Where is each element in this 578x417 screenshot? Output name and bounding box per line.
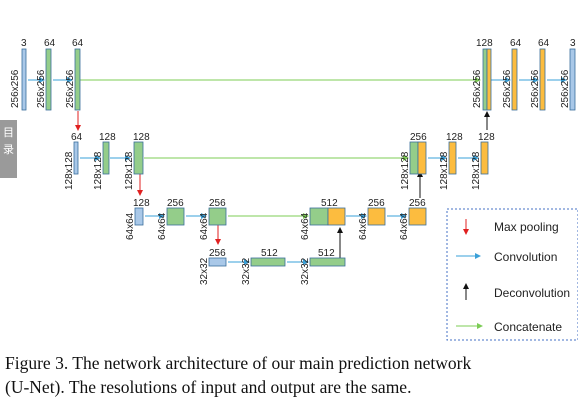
channel-labels: 3 64 64 128 64 64 3 64 128 128 256 128 1… xyxy=(21,38,576,259)
channel-label: 64 xyxy=(71,132,83,143)
feature-map-output xyxy=(569,48,576,111)
feature-map-encoder-1b xyxy=(74,48,81,111)
channel-label: 256 xyxy=(209,248,226,259)
channel-label: 128 xyxy=(133,198,150,209)
resolution-label: 128x128 xyxy=(64,151,75,190)
convolution-arrows xyxy=(28,77,567,265)
feature-map-encoder-2-pooled xyxy=(73,141,79,175)
channel-label: 3 xyxy=(570,38,576,49)
resolution-label: 64x64 xyxy=(399,212,410,240)
side-navigation-tab[interactable]: 目 录 xyxy=(0,120,17,178)
resolution-label: 256x256 xyxy=(36,69,47,108)
channel-label: 256 xyxy=(410,132,427,143)
feature-map-bottleneck-a xyxy=(250,257,286,267)
channel-label: 64 xyxy=(510,38,522,49)
feature-map-decoder-3-concat-orange xyxy=(327,207,346,226)
feature-map-input xyxy=(21,48,27,111)
legend-convolution-label: Convolution xyxy=(494,250,557,264)
figure-caption: Figure 3. The network architecture of ou… xyxy=(5,351,578,399)
resolution-label: 64x64 xyxy=(300,212,311,240)
channel-label: 3 xyxy=(21,38,27,49)
channel-label: 128 xyxy=(446,132,463,143)
feature-map-bottleneck-pooled xyxy=(208,257,227,267)
resolution-label: 256x256 xyxy=(560,69,571,108)
legend-border xyxy=(446,208,578,341)
resolution-label: 256x256 xyxy=(530,69,541,108)
feature-map-decoder-3b xyxy=(408,207,427,226)
resolution-label: 256x256 xyxy=(502,69,513,108)
level-2-feature-maps xyxy=(73,141,489,175)
feature-map-encoder-3b xyxy=(208,207,227,226)
channel-label: 64 xyxy=(44,38,56,49)
resolution-label: 32x32 xyxy=(241,257,252,285)
channel-label: 128 xyxy=(476,38,493,49)
resolution-label: 128x128 xyxy=(93,151,104,190)
feature-map-encoder-3-pooled xyxy=(134,207,144,226)
feature-map-decoder-2a xyxy=(448,141,457,175)
feature-map-decoder-2b xyxy=(480,141,489,175)
resolution-label: 128x128 xyxy=(439,151,450,190)
feature-map-encoder-2a xyxy=(102,141,110,175)
caption-line-2: (U-Net). The resolutions of input and ou… xyxy=(5,377,412,397)
channel-label: 256 xyxy=(368,198,385,209)
channel-label: 64 xyxy=(72,38,84,49)
feature-map-decoder-1-concat-green xyxy=(482,48,488,111)
side-tab-char-1: 目 xyxy=(3,126,14,139)
channel-label: 256 xyxy=(209,198,226,209)
feature-map-decoder-1a xyxy=(511,48,518,111)
resolution-label: 256x256 xyxy=(65,69,76,108)
channel-label: 512 xyxy=(261,248,278,259)
feature-map-encoder-2b xyxy=(133,141,144,175)
resolution-labels: 256x256 256x256 256x256 256x256 256x256 … xyxy=(10,69,571,285)
feature-map-decoder-1-concat-orange xyxy=(486,48,492,111)
feature-map-decoder-1b xyxy=(539,48,546,111)
resolution-label: 128x128 xyxy=(400,151,411,190)
channel-label: 256 xyxy=(409,198,426,209)
channel-label: 128 xyxy=(99,132,116,143)
feature-map-encoder-3a xyxy=(166,207,185,226)
deconvolution-arrows xyxy=(337,111,490,258)
resolution-label: 256x256 xyxy=(10,69,21,108)
feature-map-bottleneck-b xyxy=(309,257,346,267)
caption-line-1: Figure 3. The network architecture of ou… xyxy=(5,353,472,373)
channel-label: 128 xyxy=(133,132,150,143)
resolution-label: 64x64 xyxy=(358,212,369,240)
feature-map-decoder-3-concat-green xyxy=(309,207,329,226)
channel-label: 256 xyxy=(167,198,184,209)
resolution-label: 256x256 xyxy=(472,69,483,108)
unet-architecture-diagram: 3 64 64 128 64 64 3 64 128 128 256 128 1… xyxy=(10,38,578,341)
channel-label: 64 xyxy=(538,38,550,49)
feature-map-decoder-3a xyxy=(367,207,386,226)
legend-max-pooling-label: Max pooling xyxy=(494,220,559,234)
legend-concatenate-label: Concatenate xyxy=(494,320,562,334)
channel-label: 128 xyxy=(478,132,495,143)
resolution-label: 64x64 xyxy=(125,212,136,240)
resolution-label: 128x128 xyxy=(124,151,135,190)
side-tab-char-2: 录 xyxy=(3,143,14,156)
feature-map-decoder-2-concat-orange xyxy=(417,141,427,175)
legend: Max pooling Convolution Deconvolution Co… xyxy=(446,208,578,341)
feature-map-decoder-2-concat-green xyxy=(409,141,419,175)
resolution-label: 64x64 xyxy=(157,212,168,240)
legend-deconvolution-label: Deconvolution xyxy=(494,286,570,300)
feature-map-encoder-1a xyxy=(45,48,52,111)
level-1-feature-maps xyxy=(21,48,576,111)
channel-label: 512 xyxy=(318,248,335,259)
resolution-label: 64x64 xyxy=(199,212,210,240)
max-pooling-arrows xyxy=(75,111,221,245)
skip-connections xyxy=(80,77,481,219)
resolution-label: 32x32 xyxy=(300,257,311,285)
level-3-feature-maps xyxy=(134,207,427,226)
level-4-feature-maps xyxy=(208,257,346,267)
channel-label: 512 xyxy=(321,198,338,209)
resolution-label: 32x32 xyxy=(199,257,210,285)
resolution-label: 128x128 xyxy=(471,151,482,190)
